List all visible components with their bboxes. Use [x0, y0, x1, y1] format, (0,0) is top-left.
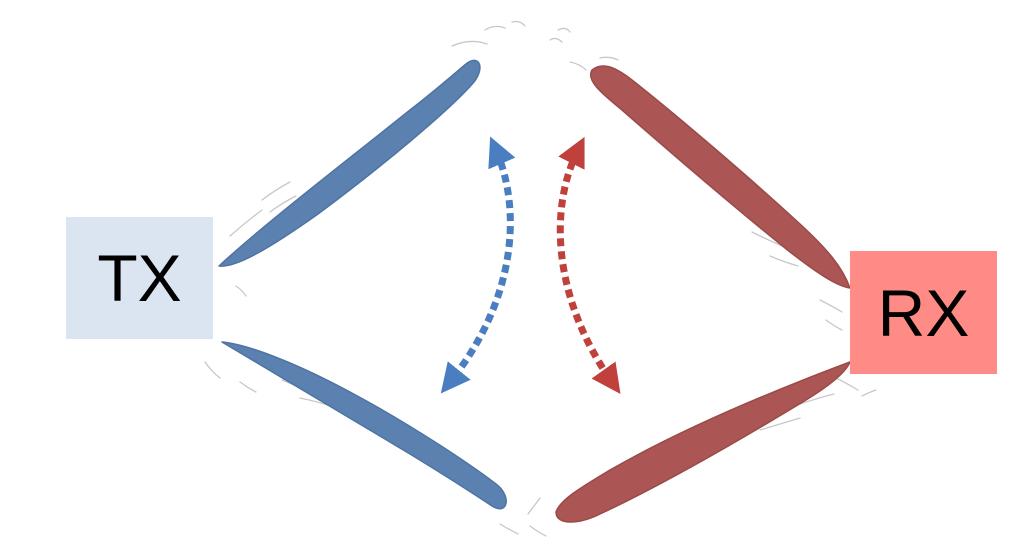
- rx-node: RX: [850, 251, 997, 374]
- tx-upper-beam: [218, 59, 481, 267]
- tx-lower-beam: [221, 341, 507, 510]
- tx-beam-switch-arrow: [440, 136, 516, 394]
- rx-label: RX: [877, 275, 970, 350]
- rx-lower-beam: [555, 361, 851, 523]
- tx-beams: [218, 59, 507, 510]
- sidelobe-outlines: [204, 20, 877, 537]
- rx-beams: [555, 65, 851, 523]
- rx-upper-beam: [589, 65, 851, 289]
- tx-label: TX: [97, 241, 182, 315]
- rx-beam-switch-arrow: [556, 136, 621, 395]
- tx-node: TX: [66, 217, 213, 339]
